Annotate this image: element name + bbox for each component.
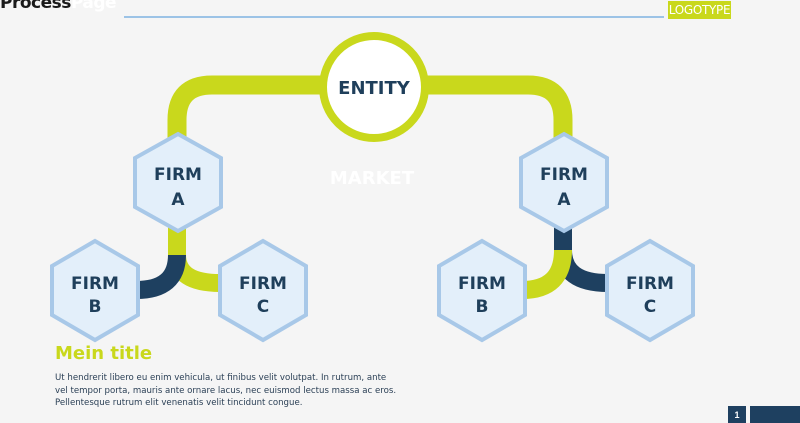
right-connector-b — [521, 249, 572, 299]
left-firm-c-node: FIRM C — [218, 238, 308, 343]
svg-text:A: A — [557, 190, 571, 210]
svg-text:FIRM: FIRM — [239, 274, 287, 294]
svg-text:C: C — [644, 297, 656, 317]
right-firm-a-node: FIRM A — [519, 131, 609, 234]
svg-text:B: B — [476, 297, 489, 317]
right-firm-c-node: FIRM C — [605, 238, 695, 343]
entity-node: ENTITY — [319, 32, 429, 142]
svg-text:FIRM: FIRM — [154, 165, 202, 185]
left-firm-b-node: FIRM B — [50, 238, 140, 343]
footer-bar — [750, 406, 800, 423]
svg-text:FIRM: FIRM — [458, 274, 506, 294]
body-line: vel tempor porta, mauris ante ornare lac… — [55, 385, 397, 396]
logotype-badge: LOGOTYPE — [668, 1, 731, 19]
page-title: ProcessPage — [0, 0, 117, 13]
page-title-dark: Process — [0, 0, 71, 13]
body-line: Pellentesque rutrum elit venenatis velit… — [55, 398, 303, 408]
section-title: Mein title — [55, 343, 153, 364]
body-line: Ut hendrerit libero eu enim vehicula, ut… — [55, 373, 387, 383]
svg-text:B: B — [89, 297, 102, 317]
page-title-light: Page — [70, 0, 117, 13]
market-label: MARKET — [330, 168, 415, 189]
left-connector-b — [135, 254, 186, 299]
svg-text:FIRM: FIRM — [540, 165, 588, 185]
page-number: 1 — [728, 406, 746, 423]
right-firm-b-node: FIRM B — [437, 238, 527, 343]
body-paragraph: Ut hendrerit libero eu enim vehicula, ut… — [55, 372, 475, 410]
svg-text:C: C — [257, 297, 269, 317]
svg-text:FIRM: FIRM — [71, 274, 119, 294]
svg-text:ENTITY: ENTITY — [338, 78, 411, 99]
svg-text:A: A — [171, 190, 185, 210]
main-connector — [167, 75, 573, 165]
svg-text:FIRM: FIRM — [626, 274, 674, 294]
header-rule — [124, 16, 664, 18]
left-firm-a-node: FIRM A — [133, 131, 223, 234]
